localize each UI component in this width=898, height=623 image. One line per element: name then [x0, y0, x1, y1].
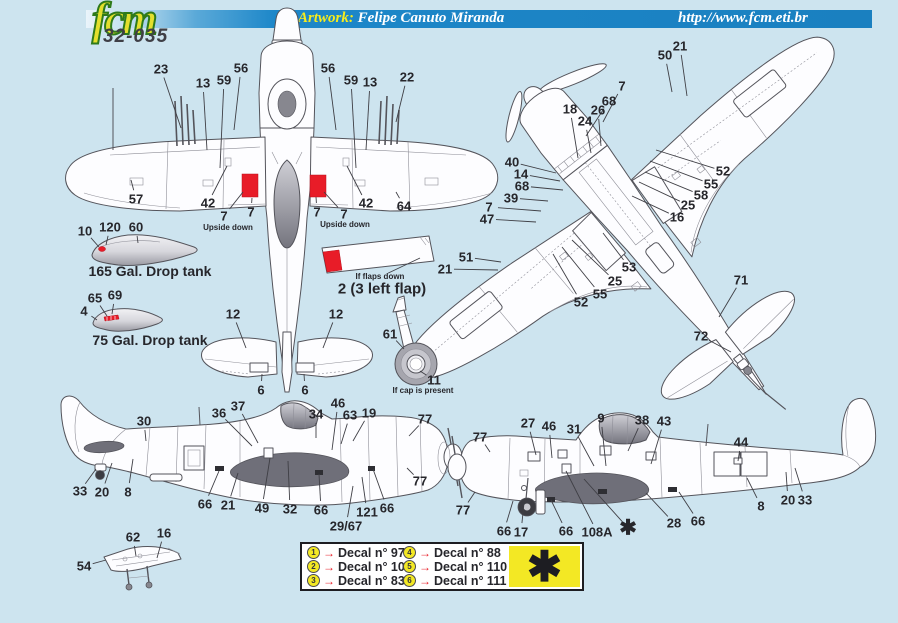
- asterisk-note-box: ✱: [509, 542, 580, 590]
- wheel-cap-drawing: [392, 295, 438, 386]
- asterisk-icon: ✱: [526, 542, 563, 590]
- fcm-logo: fcm: [91, 0, 158, 45]
- product-code: 32-035: [103, 26, 169, 47]
- arrow-icon: →: [419, 559, 431, 574]
- legend-label: Decal n° 88: [434, 545, 501, 560]
- legend-label: Decal n° 109: [338, 559, 412, 574]
- arrow-icon: →: [419, 545, 431, 560]
- legend-item: 1 → Decal n° 97: [307, 545, 405, 560]
- top-view-drawing: [65, 7, 499, 393]
- legend-item: 6 → Decal n° 111: [403, 573, 507, 588]
- legend-number-badge: 5: [403, 560, 416, 573]
- legend-label: Decal n° 110: [434, 559, 508, 574]
- legend-number-badge: 4: [403, 546, 416, 559]
- legend-label: Decal n° 83: [338, 573, 405, 588]
- artwork-credit: Artwork: Felipe Canuto Miranda: [298, 10, 504, 27]
- legend-item: 5 → Decal n° 110: [403, 559, 508, 574]
- artwork-name: Felipe Canuto Miranda: [357, 10, 505, 26]
- legend-number-badge: 2: [307, 560, 320, 573]
- arrow-icon: →: [419, 573, 431, 588]
- arrow-icon: →: [323, 573, 335, 588]
- legend-item: 4 → Decal n° 88: [403, 545, 507, 560]
- legend-column-1: 1 → Decal n° 97 2 → Decal n° 109 3 → Dec…: [307, 545, 412, 588]
- right-profile-drawing: [447, 397, 877, 517]
- legend-label: Decal n° 97: [338, 545, 405, 560]
- legend-columns: 1 → Decal n° 97 2 → Decal n° 109 3 → Dec…: [302, 544, 507, 589]
- artwork-label: Artwork:: [298, 10, 354, 26]
- legend-item: 3 → Decal n° 83: [307, 573, 405, 588]
- legend-number-badge: 6: [403, 574, 416, 587]
- drop-tank-165-drawing: [91, 234, 198, 266]
- website-url: http://www.fcm.eti.br: [678, 10, 808, 26]
- bottom-view-drawing: [406, 36, 835, 410]
- left-profile-drawing: [60, 395, 463, 506]
- arrow-icon: →: [323, 545, 335, 560]
- flap-detail-drawing: [321, 235, 435, 274]
- arrow-icon: →: [323, 559, 335, 574]
- legend-number-badge: 1: [307, 546, 320, 559]
- drop-tank-75-drawing: [92, 308, 163, 332]
- legend-label: Decal n° 111: [434, 573, 507, 588]
- decal-legend: 1 → Decal n° 97 2 → Decal n° 109 3 → Dec…: [300, 542, 584, 591]
- legend-number-badge: 3: [307, 574, 320, 587]
- legend-column-2: 4 → Decal n° 88 5 → Decal n° 110 6 → Dec…: [403, 545, 508, 588]
- legend-item: 2 → Decal n° 109: [307, 559, 412, 574]
- gear-door-drawing: [103, 545, 182, 591]
